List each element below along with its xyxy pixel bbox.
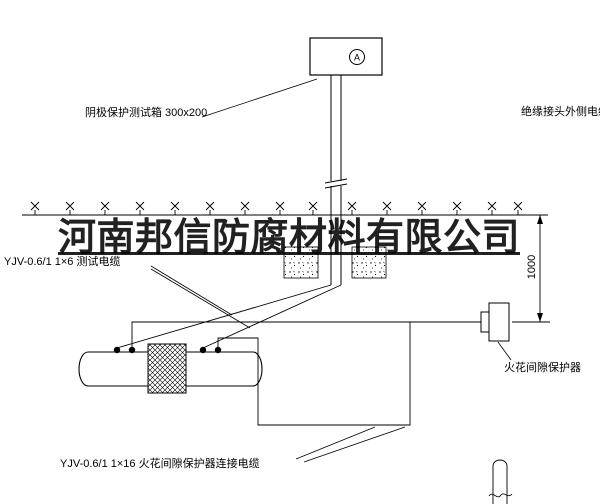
concrete-block-left: [283, 246, 319, 279]
label-insulation-joint-cable: 绝缘接头外侧电缆: [521, 106, 600, 118]
conduit-break-icon: [324, 178, 348, 189]
pipe-end-right-icon: [252, 351, 263, 387]
dimension-line: [512, 215, 550, 323]
ground-mark-icon: [65, 201, 75, 216]
test-cable-lines: [116, 284, 342, 349]
ground-hatch: [30, 201, 523, 216]
ground-mark-icon: [135, 201, 145, 216]
cable-connection-dot: [128, 346, 136, 354]
ground-mark-icon: [170, 201, 180, 216]
leader-test-box: [201, 78, 318, 118]
ground-mark-icon: [382, 201, 392, 216]
ground-mark-icon: [347, 201, 357, 216]
ground-mark-icon: [308, 201, 318, 216]
ground-mark-icon: [100, 201, 110, 216]
leader-test-cable-2: [150, 268, 251, 329]
test-box: A: [309, 37, 383, 76]
leader-test-cable-1: [150, 265, 233, 316]
terminal-circle-icon: [349, 49, 365, 65]
riser-symbol: [488, 459, 513, 504]
ground-mark-icon: [240, 201, 250, 216]
conduit-stem: [324, 75, 348, 285]
ground-mark-icon: [487, 201, 497, 216]
concrete-block-right: [351, 246, 387, 279]
ground-mark-icon: [205, 201, 215, 216]
spark-gap-cable-lines: [131, 321, 481, 426]
leader-lines: [150, 78, 512, 463]
label-test-cable: YJV-0.6/1 1×6 测试电缆: [4, 256, 121, 268]
ground-mark-icon: [513, 201, 523, 216]
ground-mark-icon: [30, 201, 40, 216]
terminal-letter: A: [354, 53, 360, 63]
label-test-box: 阴极保护测试箱 300x200: [85, 107, 208, 119]
dimension-arrow-down-icon: [537, 313, 543, 322]
pipe-end-left-icon: [78, 351, 89, 387]
cable-connection-dot: [113, 346, 121, 354]
insulating-joint: [147, 343, 187, 394]
ground-mark-icon: [417, 201, 427, 216]
leader-spark-cable-1: [295, 426, 376, 460]
cable-connection-dot: [214, 346, 222, 354]
cable-connection-dot: [199, 346, 207, 354]
label-spark-gap-protector: 火花间隙保护器: [504, 362, 581, 374]
ground-mark-icon: [452, 201, 462, 216]
spark-gap-protector: [480, 302, 510, 342]
dimension-value: 1000: [526, 254, 538, 280]
label-spark-gap-cable: YJV-0.6/1 1×16 火花间隙保护器连接电缆: [60, 458, 260, 470]
ground-mark-icon: [275, 201, 285, 216]
leader-spark-cable-2: [303, 426, 406, 463]
dimension-arrow-up-icon: [537, 215, 543, 224]
leader-spark-gap: [497, 341, 512, 361]
